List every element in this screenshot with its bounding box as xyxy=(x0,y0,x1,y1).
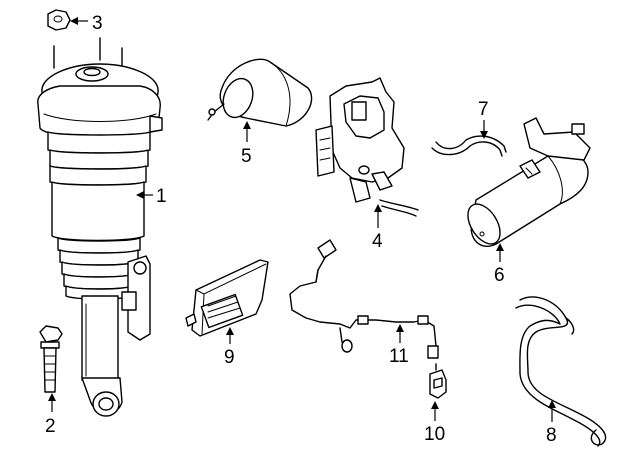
callout-5: 5 xyxy=(241,146,252,167)
callout-11: 11 xyxy=(389,346,409,367)
compressor-bracket[interactable] xyxy=(315,77,419,217)
callout-9: 9 xyxy=(224,347,235,368)
callout-1: 1 xyxy=(156,186,167,207)
hose-short[interactable] xyxy=(431,135,507,157)
callout-7: 7 xyxy=(478,99,489,120)
callout-6: 6 xyxy=(494,265,505,286)
callout-3: 3 xyxy=(92,13,103,34)
nut[interactable] xyxy=(47,9,71,31)
callout-2: 2 xyxy=(45,416,56,437)
hose-long[interactable] xyxy=(515,296,607,447)
height-sensor[interactable] xyxy=(429,363,447,399)
callout-10: 10 xyxy=(424,424,445,445)
compressor[interactable] xyxy=(461,117,591,250)
air-strut-assembly[interactable] xyxy=(37,37,163,417)
callout-4: 4 xyxy=(372,231,383,252)
callout-8: 8 xyxy=(546,425,557,446)
air-reservoir-small[interactable] xyxy=(207,58,313,127)
wiring-harness[interactable] xyxy=(289,239,439,359)
control-module[interactable] xyxy=(185,259,269,337)
leader-lines xyxy=(48,17,556,422)
bolt[interactable] xyxy=(39,325,63,393)
